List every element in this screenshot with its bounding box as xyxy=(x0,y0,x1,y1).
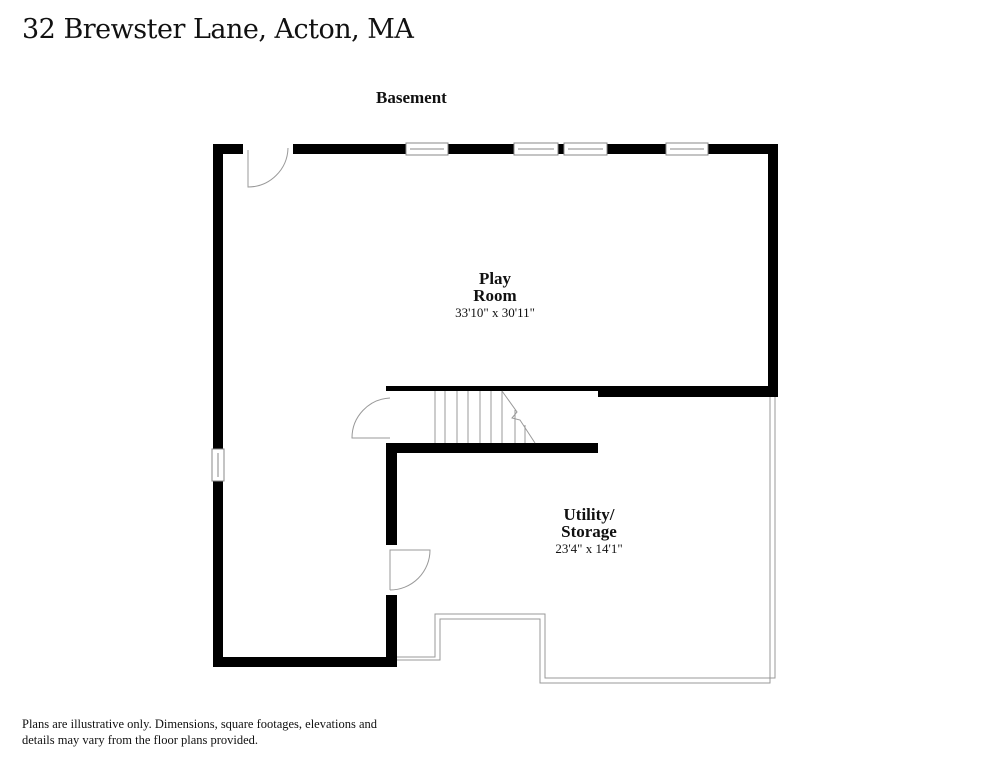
floor-label: Basement xyxy=(376,88,447,107)
room-name: Room xyxy=(473,286,517,305)
windows xyxy=(211,142,709,482)
room-dimensions: 33'10" x 30'11" xyxy=(455,305,535,320)
walls xyxy=(213,144,778,667)
disclaimer: Plans are illustrative only. Dimensions,… xyxy=(22,717,378,747)
room-utility-storage: Utility/ Storage 23'4" x 14'1" xyxy=(514,506,664,557)
room-name: Storage xyxy=(561,522,617,541)
property-address: 32 Brewster Lane, Acton, MA xyxy=(22,14,414,45)
room-play-room: Play Room 33'10" x 30'11" xyxy=(420,270,570,321)
room-name: Utility/ xyxy=(563,505,615,524)
room-name: Play xyxy=(478,269,512,288)
exterior-outline xyxy=(397,397,776,684)
stairs xyxy=(434,390,536,444)
doors xyxy=(247,147,431,591)
room-dimensions: 23'4" x 14'1" xyxy=(555,541,623,556)
